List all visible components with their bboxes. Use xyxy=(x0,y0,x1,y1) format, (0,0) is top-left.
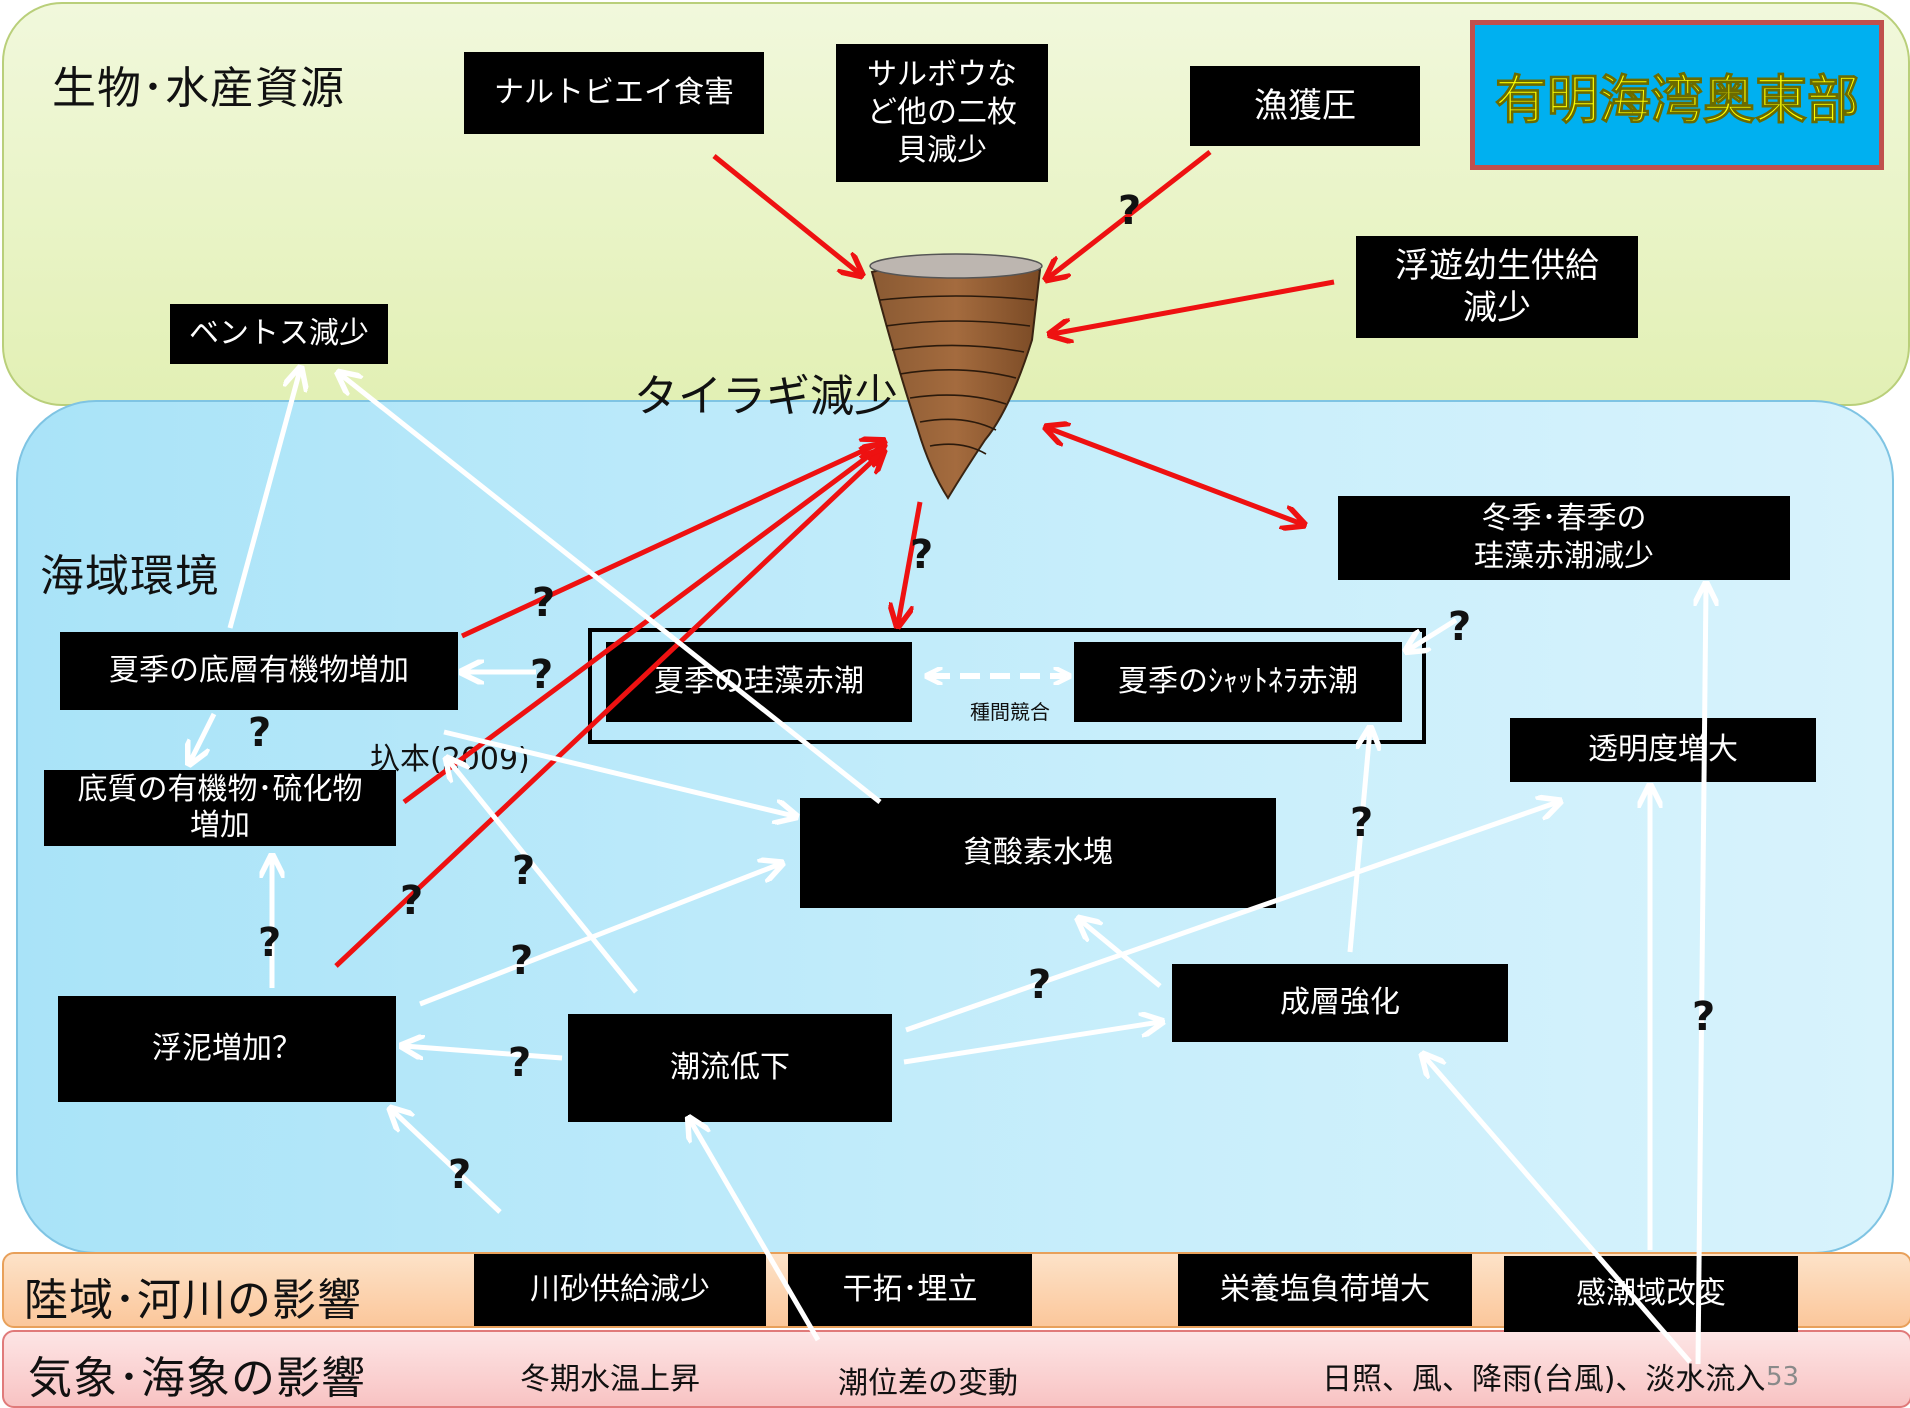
factor-sediment-organic-sulfide-increase: 底質の有機物･硫化物 増加 xyxy=(44,770,396,846)
page-number: 53 xyxy=(1766,1362,1800,1392)
factor-suspended-mud-increase: 浮泥増加？ xyxy=(58,996,396,1102)
factor-other-bivalves-decline: サルボウな ど他の二枚 貝減少 xyxy=(836,44,1048,182)
factor-tidal-current-decrease: 潮流低下 xyxy=(568,1014,892,1122)
factor-tidal-area-modification: 感潮域改変 xyxy=(1504,1256,1798,1332)
uncertain-mark: ? xyxy=(530,652,554,698)
uncertain-mark: ? xyxy=(532,580,556,626)
uncertain-mark: ? xyxy=(1692,994,1716,1040)
reference-citation: 圦本(2009) xyxy=(370,742,530,777)
center-label: タイラギ減少 xyxy=(634,371,898,422)
uncertain-mark: ? xyxy=(508,1040,532,1086)
factor-transparency-increase: 透明度増大 xyxy=(1510,718,1816,782)
uncertain-mark: ? xyxy=(1448,604,1472,650)
factor-summer-bottom-organic-increase: 夏季の底層有機物増加 xyxy=(60,632,458,710)
uncertain-mark: ? xyxy=(448,1152,472,1198)
region-label-bio: 生物･水産資源 xyxy=(52,63,345,114)
factor-climate-freshwater: 日照、風、降雨(台風)、淡水流入 xyxy=(1322,1362,1766,1397)
factor-summer-chattonella-red-tide: 夏季のｼｬｯﾄﾈﾗ赤潮 xyxy=(1074,642,1402,722)
factor-fishing-pressure: 漁獲圧 xyxy=(1190,66,1420,146)
factor-narutobiei-predation: ナルトビエイ食害 xyxy=(464,52,764,134)
uncertain-mark: ? xyxy=(910,532,934,578)
interspecific-competition-label: 種間競合 xyxy=(970,700,1050,724)
factor-larvae-supply-decline: 浮遊幼生供給 減少 xyxy=(1356,236,1638,338)
factor-winter-spring-diatom-decline: 冬季･春季の 珪藻赤潮減少 xyxy=(1338,496,1790,580)
uncertain-mark: ? xyxy=(512,848,536,894)
uncertain-mark: ? xyxy=(1028,962,1052,1008)
page-title: 有明海湾奥東部 xyxy=(1494,70,1859,131)
factor-summer-diatom-red-tide: 夏季の珪藻赤潮 xyxy=(606,642,912,722)
factor-river-sand-supply-decrease: 川砂供給減少 xyxy=(474,1254,766,1326)
factor-winter-water-temp-rise: 冬期水温上昇 xyxy=(520,1362,700,1397)
factor-benthos-decline: ベントス減少 xyxy=(170,304,388,364)
title-box: 有明海湾奥東部 xyxy=(1470,20,1884,170)
factor-reclamation-landfill: 干拓･埋立 xyxy=(788,1254,1032,1326)
uncertain-mark: ? xyxy=(248,710,272,756)
factor-stratification-strengthening: 成層強化 xyxy=(1172,964,1508,1042)
uncertain-mark: ? xyxy=(1350,800,1374,846)
region-label-sea: 海域環境 xyxy=(40,551,220,602)
uncertain-mark: ? xyxy=(400,878,424,924)
uncertain-mark: ? xyxy=(510,938,534,984)
uncertain-mark: ? xyxy=(1118,188,1142,234)
region-label-weather: 気象･海象の影響 xyxy=(28,1353,366,1404)
factor-hypoxic-water-mass: 貧酸素水塊 xyxy=(800,798,1276,908)
uncertain-mark: ? xyxy=(258,920,282,966)
factor-nutrient-load-increase: 栄養塩負荷増大 xyxy=(1178,1254,1472,1326)
factor-tide-range-change: 潮位差の変動 xyxy=(838,1366,1018,1401)
region-label-land: 陸域･河川の影響 xyxy=(24,1275,362,1326)
